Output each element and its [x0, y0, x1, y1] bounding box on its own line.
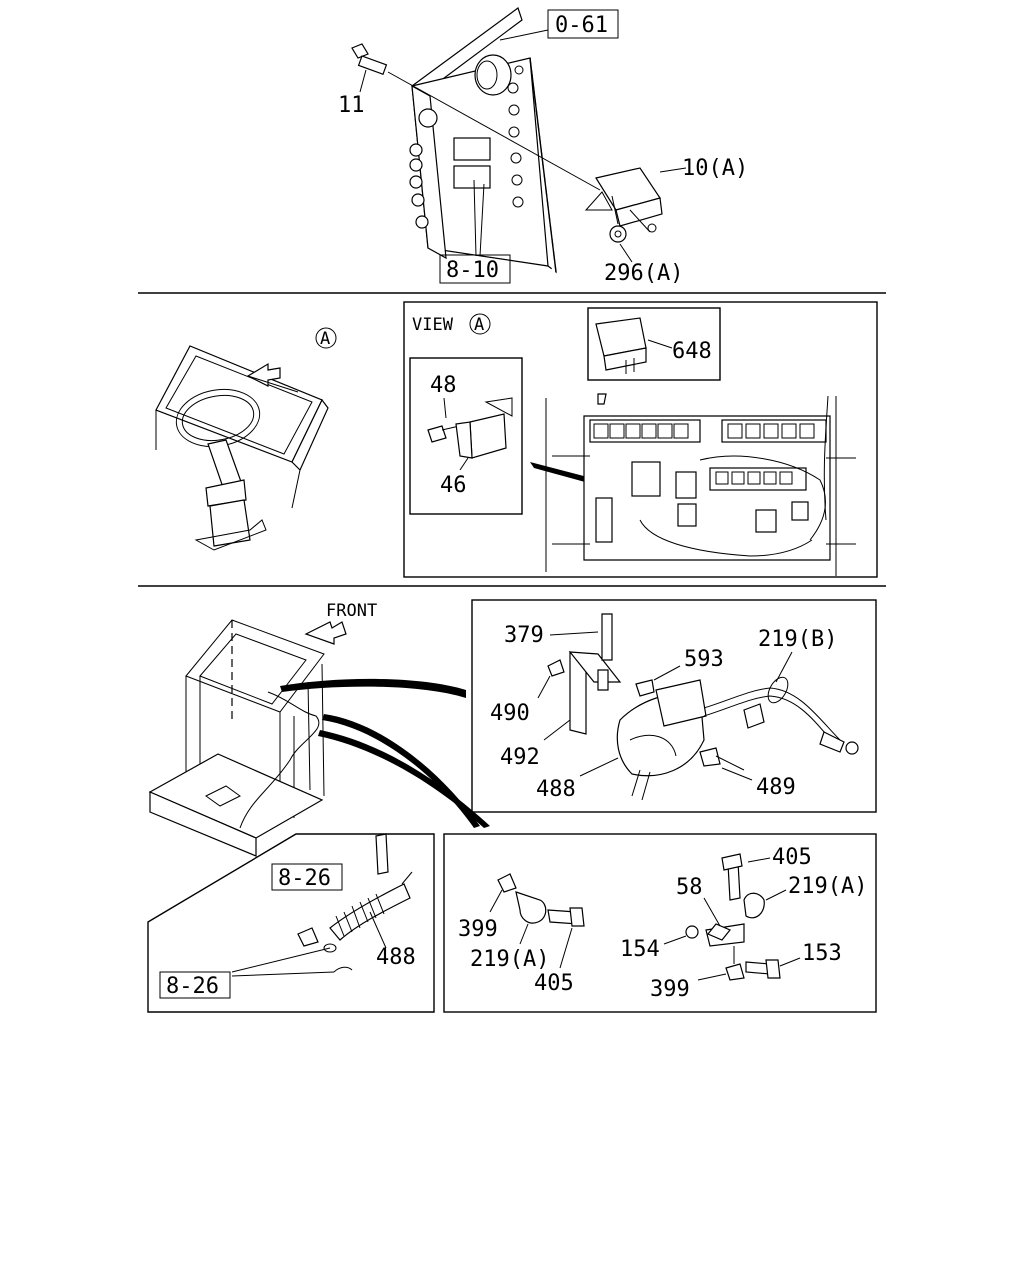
label-153: 153: [802, 941, 842, 966]
ref-8-26b: 8-26: [166, 974, 219, 999]
arrow-icon: [246, 362, 281, 387]
nut-icon: [547, 659, 565, 677]
label-219a1: 219(A): [470, 947, 549, 972]
ref-box-8-10: [439, 254, 511, 284]
label-489: 489: [756, 775, 796, 800]
label-405a: 405: [534, 971, 574, 996]
label-296a: 296(A): [604, 261, 683, 286]
label-399b: 399: [650, 977, 690, 1002]
label-154: 154: [620, 937, 660, 962]
label-379: 379: [504, 623, 544, 648]
circle-a-marker: [315, 327, 337, 349]
ref-8-10: 8-10: [446, 258, 499, 283]
steering-console: A: [155, 327, 337, 551]
label-488a: 488: [536, 777, 576, 802]
circle-a-text: A: [320, 329, 330, 349]
front-arrow-icon: [304, 621, 347, 645]
label-219b: 219(B): [758, 627, 837, 652]
cab-frame: FRONT: [148, 601, 490, 857]
label-490: 490: [490, 701, 530, 726]
view-a-panel: [403, 301, 878, 578]
label-48: 48: [430, 373, 457, 398]
label-648: 648: [672, 339, 712, 364]
inset-48-46: [409, 357, 523, 515]
ref-8-26a: 8-26: [278, 866, 331, 891]
ref-box-0-61: [547, 9, 619, 39]
inset-clamps: [443, 833, 877, 1013]
clamp-icon: [743, 703, 765, 729]
ref-0-61: 0-61: [555, 13, 608, 38]
lever-assembly: [547, 613, 859, 801]
view-a-circle: A: [474, 315, 484, 335]
bolt-icon: [601, 613, 613, 661]
label-11: 11: [338, 93, 365, 118]
label-219a2: 219(A): [788, 874, 867, 899]
label-492: 492: [500, 745, 540, 770]
label-488b: 488: [376, 945, 416, 970]
label-405b: 405: [772, 845, 812, 870]
label-10a: 10(A): [682, 156, 748, 181]
fuse-board: [545, 395, 856, 576]
label-593: 593: [684, 647, 724, 672]
label-58: 58: [676, 875, 703, 900]
relay-10a: [584, 167, 663, 243]
inset-cable-spring: [147, 833, 435, 1013]
fuse-panel-assembly: [351, 7, 601, 274]
label-399a: 399: [458, 917, 498, 942]
inset-648: [587, 307, 721, 381]
label-46: 46: [440, 473, 467, 498]
label-front: FRONT: [326, 601, 377, 621]
view-a-label: VIEW: [412, 315, 454, 335]
inset-lever-assembly: [471, 599, 877, 813]
bolt-icon: [351, 43, 388, 76]
